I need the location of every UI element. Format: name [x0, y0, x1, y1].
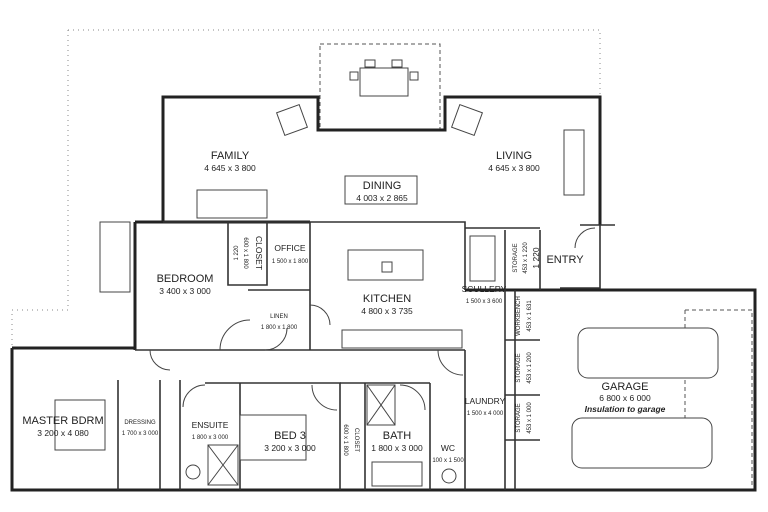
walls [10, 95, 757, 492]
label-linen: LINEN [270, 314, 288, 320]
label-storage: STORAGE [516, 353, 522, 382]
size-wc: 100 x 1 500 [432, 458, 464, 464]
label-closet: CLOSET [254, 236, 264, 270]
label-bedroom: BEDROOM [157, 273, 214, 285]
outdoor-table [349, 59, 419, 97]
label-storage: STORAGE [513, 243, 519, 272]
label-master: MASTER BDRM [22, 415, 103, 427]
label-office: OFFICE [274, 243, 305, 253]
toilet [185, 464, 201, 480]
label-storage: STORAGE [516, 403, 522, 432]
size-scullery: 1 500 x 3 600 [466, 299, 503, 305]
label-closet: CLOSET [353, 428, 359, 452]
bed3 [239, 414, 307, 461]
size-family: 4 645 x 3 800 [204, 163, 256, 173]
size-storage: 453 x 1 220 [523, 242, 529, 274]
size-bed3: 3 200 x 3 000 [264, 443, 316, 453]
armchair [450, 103, 484, 137]
furniture [54, 103, 719, 487]
size-closet: 600 x 1 800 [242, 237, 248, 269]
dining-table [344, 175, 418, 205]
dim-storage: 1 220 [531, 247, 541, 269]
car [577, 327, 719, 379]
deck-outline [11, 29, 601, 348]
room-labels: FAMILY 4 645 x 3 800 DINING 4 003 x 2 86… [22, 150, 665, 464]
toilet [441, 468, 457, 484]
label-laundry: LAUNDRY [465, 396, 506, 406]
label-wc: WC [441, 443, 455, 453]
size-storage: 453 x 1 000 [527, 402, 533, 434]
size-dining: 4 003 x 2 865 [356, 193, 408, 203]
car [571, 417, 713, 469]
label-entry: ENTRY [546, 254, 584, 266]
dim-closet: 1 220 [234, 245, 240, 261]
label-living: LIVING [496, 150, 532, 162]
size-office: 1 500 x 1 800 [272, 259, 309, 265]
label-kitchen: KITCHEN [363, 293, 411, 305]
label-dining: DINING [363, 180, 402, 192]
kitchen-bench [341, 329, 463, 349]
label-ensuite: ENSUITE [192, 420, 229, 430]
size-storage: 453 x 1 200 [527, 352, 533, 384]
size-bedroom: 3 400 x 3 000 [159, 286, 211, 296]
size-living: 4 645 x 3 800 [488, 163, 540, 173]
scullery-bench [469, 235, 496, 282]
doors [149, 227, 596, 411]
family-sofa [196, 189, 268, 219]
size-master: 3 200 x 4 080 [37, 428, 89, 438]
label-bath: BATH [383, 430, 412, 442]
size-bath: 1 800 x 3 000 [371, 443, 423, 453]
size-laundry: 1 500 x 4 000 [467, 411, 504, 417]
size-workbench: 453 x 1 631 [527, 300, 533, 332]
bed [54, 399, 106, 451]
size-garage: 6 800 x 6 000 [599, 393, 651, 403]
label-scullery: SCULLERY [462, 284, 507, 294]
planter [99, 221, 131, 293]
label-workbench: WORKBENCH [516, 296, 522, 336]
bathtub [371, 461, 423, 487]
living-sofa [563, 129, 585, 196]
size-dressing: 1 700 x 3 000 [122, 431, 159, 437]
size-ensuite: 1 800 x 3 000 [192, 435, 229, 441]
label-bed3: BED 3 [274, 430, 306, 442]
size-closet: 600 x 1 800 [342, 424, 348, 456]
size-kitchen: 4 800 x 3 735 [361, 306, 413, 316]
armchair [275, 103, 309, 137]
label-dressing: DRESSING [124, 420, 156, 426]
garage-note: Insulation to garage [585, 404, 666, 414]
size-linen: 1 800 x 1 800 [261, 325, 298, 331]
label-garage: GARAGE [601, 381, 648, 393]
label-family: FAMILY [211, 150, 250, 162]
